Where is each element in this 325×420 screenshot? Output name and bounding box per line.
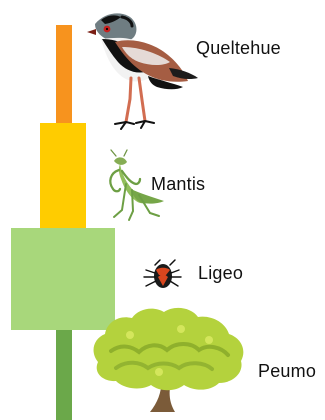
bottom-bar	[56, 330, 72, 420]
label-mantis: Mantis	[151, 175, 205, 193]
bird-icon	[87, 8, 200, 132]
bug-icon	[139, 259, 183, 292]
label-peumo: Peumo	[258, 362, 316, 380]
label-queltehue: Queltehue	[196, 39, 281, 57]
top-bar	[56, 25, 72, 123]
tree-icon	[83, 304, 253, 420]
label-ligeo: Ligeo	[198, 264, 243, 282]
middle-bar	[40, 123, 86, 228]
